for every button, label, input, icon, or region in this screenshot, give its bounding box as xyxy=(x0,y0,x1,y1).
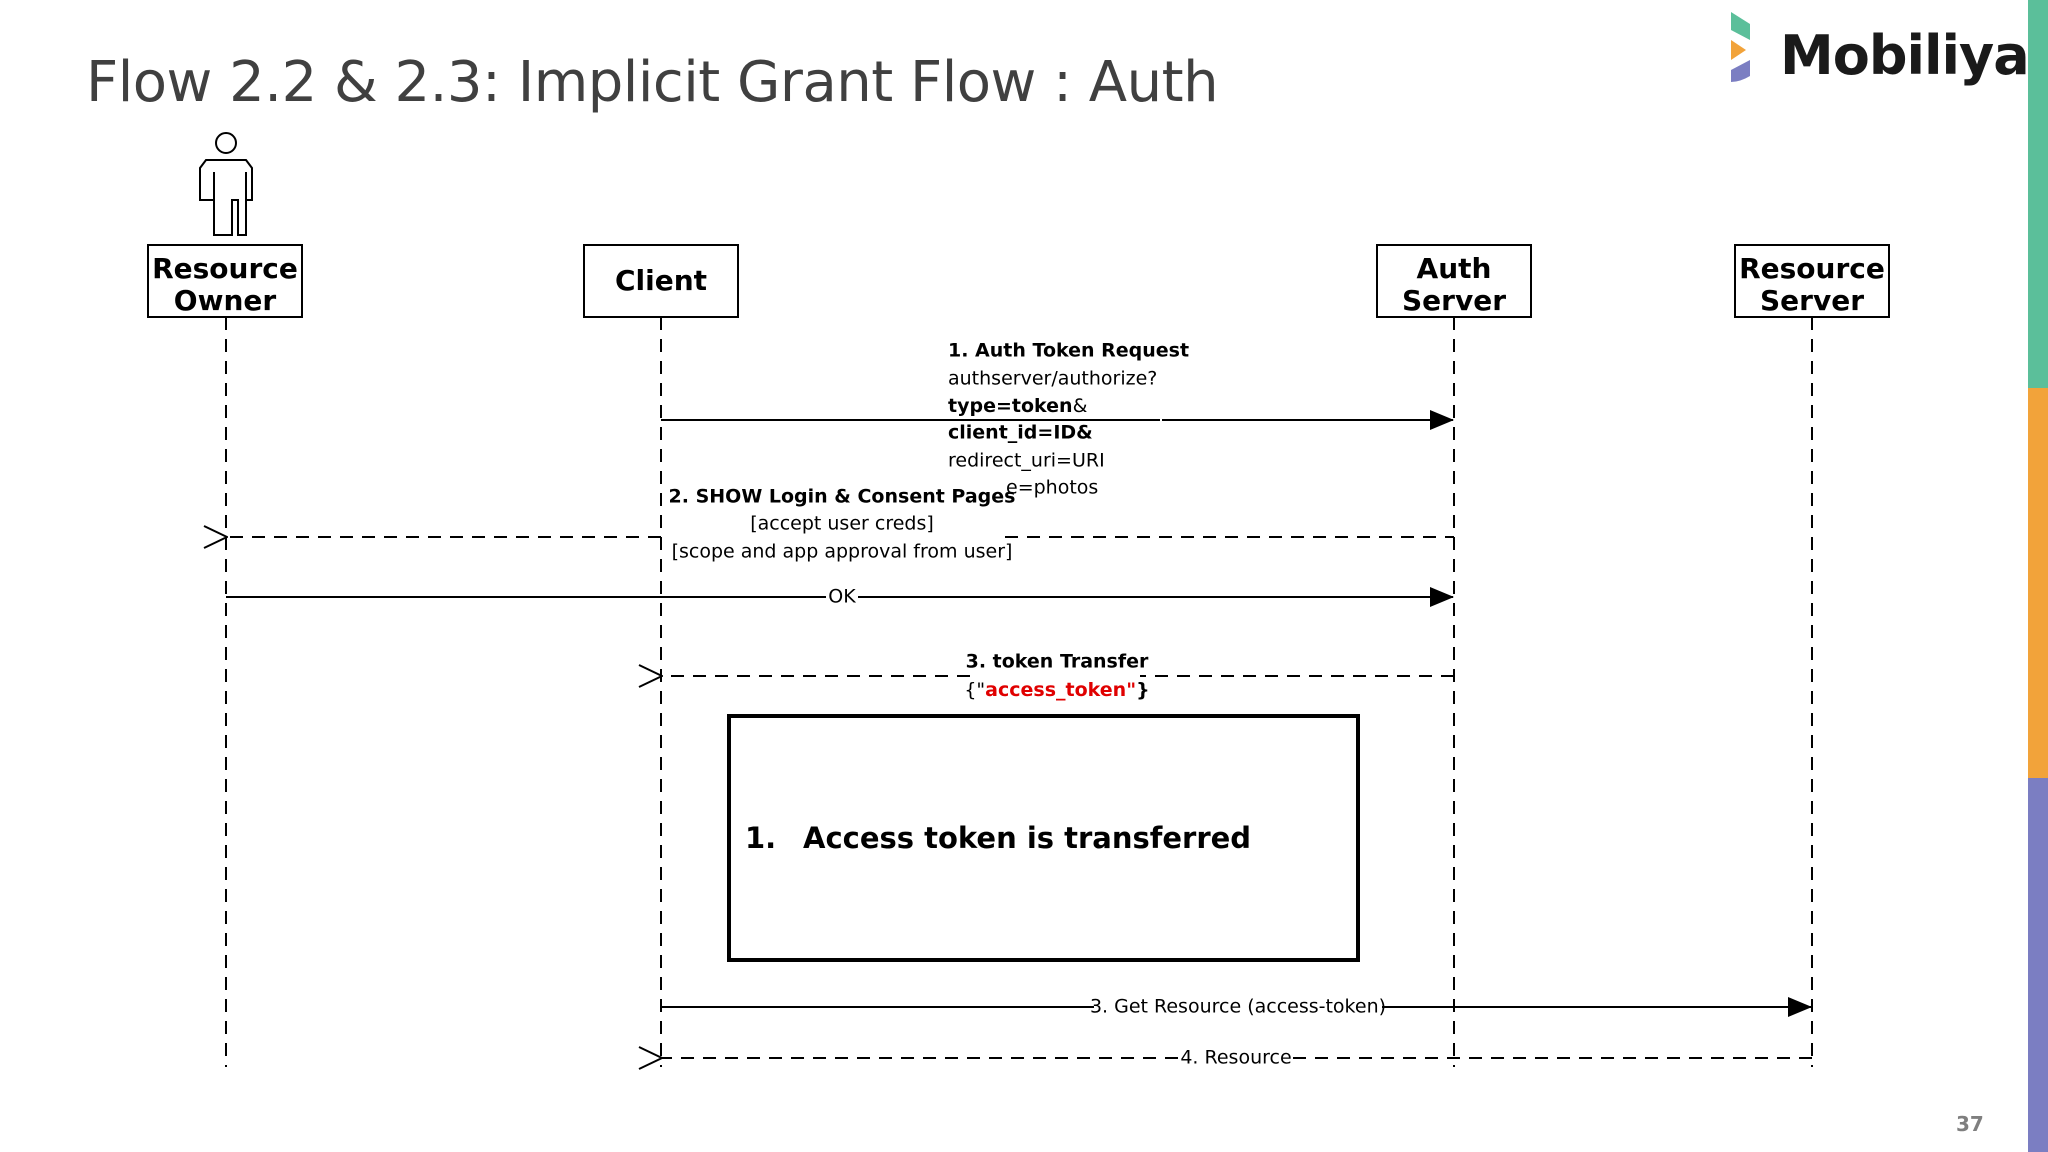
mobiliya-logo-icon xyxy=(1731,12,1750,82)
token-transfer-access-token: access_token" xyxy=(985,679,1136,701)
actor-client: Client xyxy=(583,244,739,318)
actor-client-label: Client xyxy=(615,264,707,297)
auth-token-request-type-bold: type=token xyxy=(948,395,1073,417)
logo-green-shape xyxy=(1731,12,1750,40)
logo-orange-shape xyxy=(1731,40,1746,60)
message-ok-label: OK xyxy=(828,586,856,608)
auth-token-request-title: 1. Auth Token Request xyxy=(948,340,1189,362)
auth-token-request-client-id: client_id=ID& xyxy=(948,422,1093,444)
message-show-login-label: 2. SHOW Login & Consent Pages [accept us… xyxy=(669,480,1016,564)
show-login-title: 2. SHOW Login & Consent Pages xyxy=(669,486,1016,508)
note-box: 1. Access token is transferred xyxy=(727,714,1360,962)
token-transfer-payload: {"access_token"} xyxy=(964,679,1149,701)
auth-token-request-redirect-uri: redirect_uri=URI xyxy=(948,450,1105,472)
message-resource-label: 4. Resource xyxy=(1180,1047,1291,1069)
token-transfer-open-brace: {" xyxy=(964,679,985,701)
actor-resource-server-line2: Server xyxy=(1760,284,1864,317)
actor-resource-server-line1: Resource xyxy=(1739,252,1885,285)
side-bar-green xyxy=(2028,0,2048,388)
actor-auth-server: Auth Server xyxy=(1376,244,1532,318)
actor-auth-server-line2: Server xyxy=(1402,284,1506,317)
note-number: 1. xyxy=(745,821,776,855)
slide-title: Flow 2.2 & 2.3: Implicit Grant Flow : Au… xyxy=(86,50,1219,115)
actor-resource-server: Resource Server xyxy=(1734,244,1890,318)
side-bar-orange xyxy=(2028,388,2048,778)
person-icon xyxy=(199,132,253,236)
token-transfer-close-brace: } xyxy=(1136,679,1150,701)
auth-token-request-type-amp: & xyxy=(1073,395,1088,417)
show-login-scope-approval: [scope and app approval from user] xyxy=(672,541,1013,563)
auth-token-request-endpoint: authserver/authorize? xyxy=(948,368,1157,390)
logo-purple-shape xyxy=(1731,60,1750,82)
side-bar-purple xyxy=(2028,778,2048,1152)
auth-token-request-scope: e=photos xyxy=(1006,477,1098,499)
note-text: Access token is transferred xyxy=(803,821,1251,855)
token-transfer-title: 3. token Transfer xyxy=(966,651,1149,673)
message-token-transfer-label: 3. token Transfer {"access_token"} xyxy=(964,651,1149,701)
actor-resource-owner-line2: Owner xyxy=(174,284,277,317)
logo-text: Mobiliya xyxy=(1780,24,2030,87)
page-number: 37 xyxy=(1956,1112,1984,1136)
auth-token-request-type: type=token& xyxy=(948,395,1088,417)
show-login-accept-creds: [accept user creds] xyxy=(750,513,934,535)
message-get-resource-label: 3. Get Resource (access-token) xyxy=(1090,996,1386,1018)
actor-auth-server-line1: Auth xyxy=(1417,252,1492,285)
actor-resource-owner-line1: Resource xyxy=(152,252,298,285)
message-auth-token-request-label: 1. Auth Token Request authserver/authori… xyxy=(948,340,1189,499)
actor-resource-owner: Resource Owner xyxy=(147,244,303,318)
